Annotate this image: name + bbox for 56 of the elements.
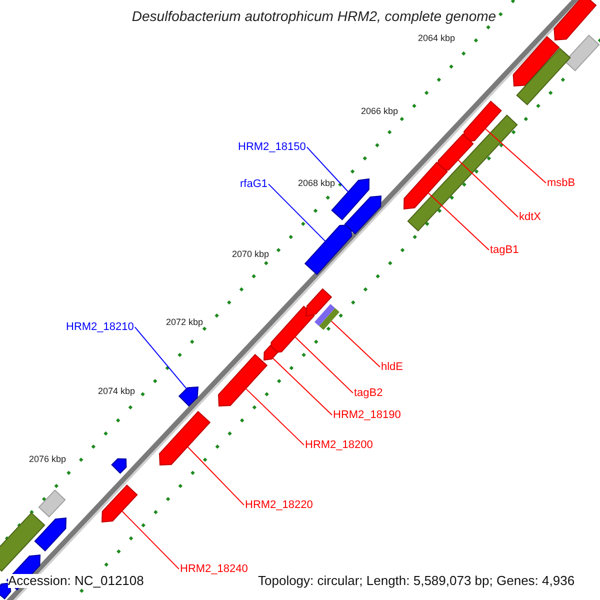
gene-bar xyxy=(564,34,600,72)
leader-line xyxy=(245,388,304,446)
leader-line xyxy=(272,357,332,416)
scale-label: 2076 kbp xyxy=(29,455,66,465)
gene-bar xyxy=(218,354,268,407)
scale-label: 2070 kbp xyxy=(232,250,270,260)
gene-bar xyxy=(34,517,67,552)
gene-bar xyxy=(403,162,448,210)
leader-line xyxy=(428,192,490,251)
leader-line xyxy=(268,184,326,242)
gene-bar xyxy=(101,484,138,523)
gene-bar xyxy=(314,304,340,330)
gene-label: tagB2 xyxy=(354,387,383,400)
gene-bar xyxy=(512,36,560,87)
title-text: Desulfobacterium autotrophicum HRM2, complete genome xyxy=(130,9,498,24)
gene-bar xyxy=(344,195,382,234)
gene-bar xyxy=(554,0,597,41)
leader-line xyxy=(484,128,546,184)
genome-summary-text: Topology: circular; Length: 5,589,073 bp; Genes: 4,936 xyxy=(258,574,575,588)
gene-bar xyxy=(159,410,211,466)
scale-label: 2072 kbp xyxy=(166,318,204,328)
gene-bar xyxy=(437,134,474,172)
leader-line xyxy=(121,510,180,570)
leader-line xyxy=(294,336,354,394)
accession-text: Accession: NC_012108 xyxy=(8,574,144,588)
scale-label: 2064 kbp xyxy=(418,34,456,44)
gene-bar xyxy=(464,100,502,143)
leader-line xyxy=(330,320,380,368)
gene-label: HRM2_18200 xyxy=(305,439,373,452)
gene-label: HRM2_18240 xyxy=(180,563,248,576)
leader-line xyxy=(134,326,187,390)
gene-label: tagB1 xyxy=(490,244,519,256)
gene-bar xyxy=(516,48,571,106)
gene-bar xyxy=(111,458,127,474)
scale-label: 2066 kbp xyxy=(361,107,398,117)
leader-line xyxy=(187,446,244,506)
scale-label: 2074 kbp xyxy=(98,387,136,397)
gene-bar xyxy=(38,490,66,518)
gene-bar xyxy=(304,224,352,276)
gene-bar xyxy=(263,344,278,361)
leader-line xyxy=(306,146,349,192)
gene-label: msbB xyxy=(547,177,576,190)
gene-label: HRM2_18220 xyxy=(245,499,313,512)
gene-bar xyxy=(178,386,199,407)
gene-bar xyxy=(407,114,518,232)
leader-line xyxy=(458,159,518,218)
gene-label: rfaG1 xyxy=(240,178,268,190)
gene-bar xyxy=(0,512,46,572)
gene-label: HRM2_18210 xyxy=(66,321,134,334)
gene-bar xyxy=(270,306,315,354)
scale-label: 2068 kbp xyxy=(298,179,336,189)
gene-label: HRM2_18190 xyxy=(333,409,401,422)
gene-bar xyxy=(305,288,332,317)
gene-label: hldE xyxy=(381,361,404,374)
gene-label: HRM2_18150 xyxy=(238,141,306,154)
gene-label: kdtX xyxy=(519,211,542,224)
